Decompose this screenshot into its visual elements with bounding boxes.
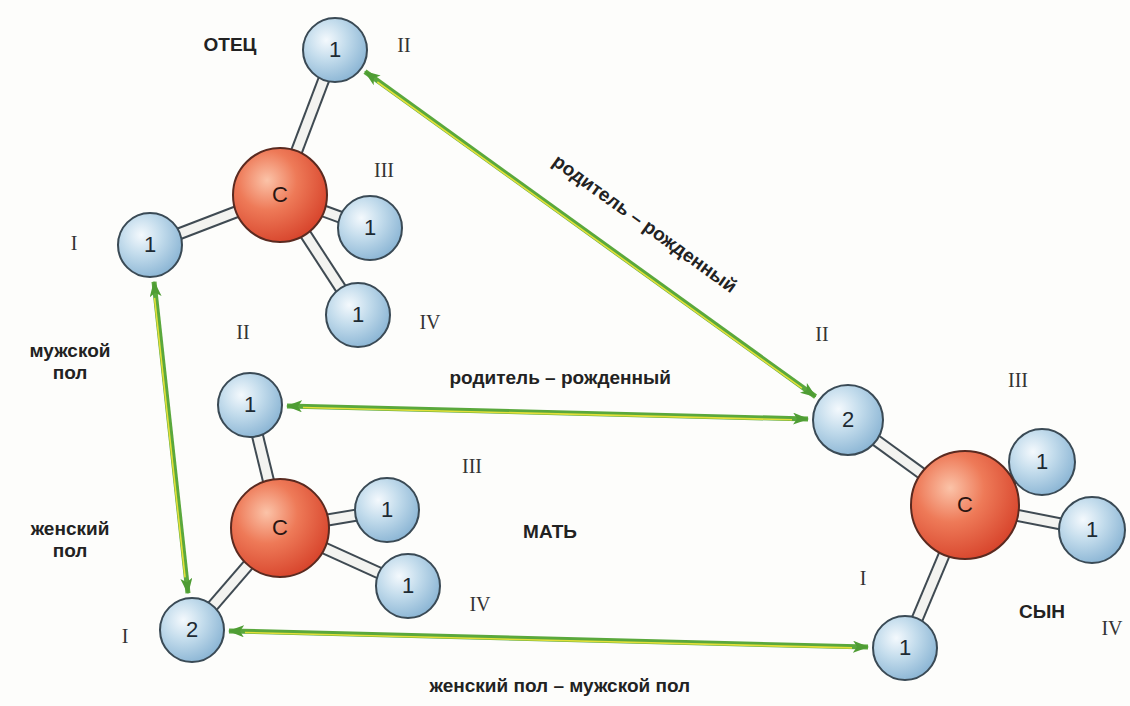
arrow-line [154, 282, 188, 593]
position-numeral: IV [469, 593, 490, 616]
arrow-label: родитель – рожденный [546, 149, 743, 300]
atom-number: 2 [186, 619, 198, 641]
position-numeral: I [860, 567, 867, 590]
atom-number: 2 [842, 409, 854, 431]
arrow-highlight [245, 633, 852, 648]
position-numeral: III [1008, 369, 1028, 392]
relation-arrow [287, 406, 808, 420]
position-numeral: II [397, 34, 410, 57]
carbon-atom: C [232, 147, 328, 243]
molecule-name: женский пол [15, 518, 125, 562]
atom-number: 1 [899, 637, 911, 659]
arrow-line [229, 631, 868, 647]
position-numeral: II [815, 323, 828, 346]
arrow-highlight [155, 298, 186, 578]
relation-arrow [229, 631, 868, 648]
position-numeral: IV [1101, 617, 1122, 640]
atom-symbol: C [272, 517, 288, 539]
atom-ball: 1 [375, 553, 441, 619]
atom-ball: 1 [217, 372, 283, 438]
molecule-name: СЫН [1019, 601, 1065, 623]
arrow-line [365, 72, 816, 397]
atom-ball: 2 [159, 597, 225, 663]
atom-number: 1 [244, 394, 256, 416]
arrow-label: женский пол – мужской пол [427, 675, 694, 697]
atom-symbol: C [272, 184, 288, 206]
relation-arrow [154, 282, 188, 593]
position-numeral: I [71, 232, 78, 255]
atom-ball: 1 [325, 282, 391, 348]
atom-ball: 1 [1008, 428, 1076, 496]
atom-number: 1 [329, 39, 341, 61]
atom-number: 1 [1036, 451, 1048, 473]
relation-arrow [365, 72, 816, 397]
carbon-atom: C [910, 450, 1020, 560]
atom-number: 1 [144, 234, 156, 256]
atom-number: 1 [352, 304, 364, 326]
atom-number: 1 [381, 499, 393, 521]
carbon-atom: C [230, 478, 330, 578]
atom-number: 1 [1086, 519, 1098, 541]
arrow-line [287, 406, 808, 419]
atom-number: 1 [364, 217, 376, 239]
atom-ball: 1 [117, 212, 183, 278]
position-numeral: III [374, 159, 394, 182]
atom-ball: 2 [812, 384, 884, 456]
position-numeral: III [462, 455, 482, 478]
molecule-name: МАТЬ [523, 521, 577, 543]
molecule-name: ОТЕЦ [204, 34, 257, 56]
arrow-highlight [303, 408, 792, 420]
atom-ball: 1 [872, 615, 938, 681]
atom-ball: 1 [1058, 496, 1126, 564]
atom-symbol: C [957, 494, 973, 516]
atom-number: 1 [402, 575, 414, 597]
arrow-highlight [377, 82, 802, 388]
position-numeral: IV [419, 311, 440, 334]
arrow-label: родитель – рожденный [447, 367, 674, 389]
arrow-label: мужской пол [12, 340, 128, 384]
atom-ball: 1 [354, 477, 420, 543]
atom-ball: 1 [302, 17, 368, 83]
position-numeral: II [236, 321, 249, 344]
atom-ball: 1 [337, 195, 403, 261]
position-numeral: I [122, 625, 129, 648]
